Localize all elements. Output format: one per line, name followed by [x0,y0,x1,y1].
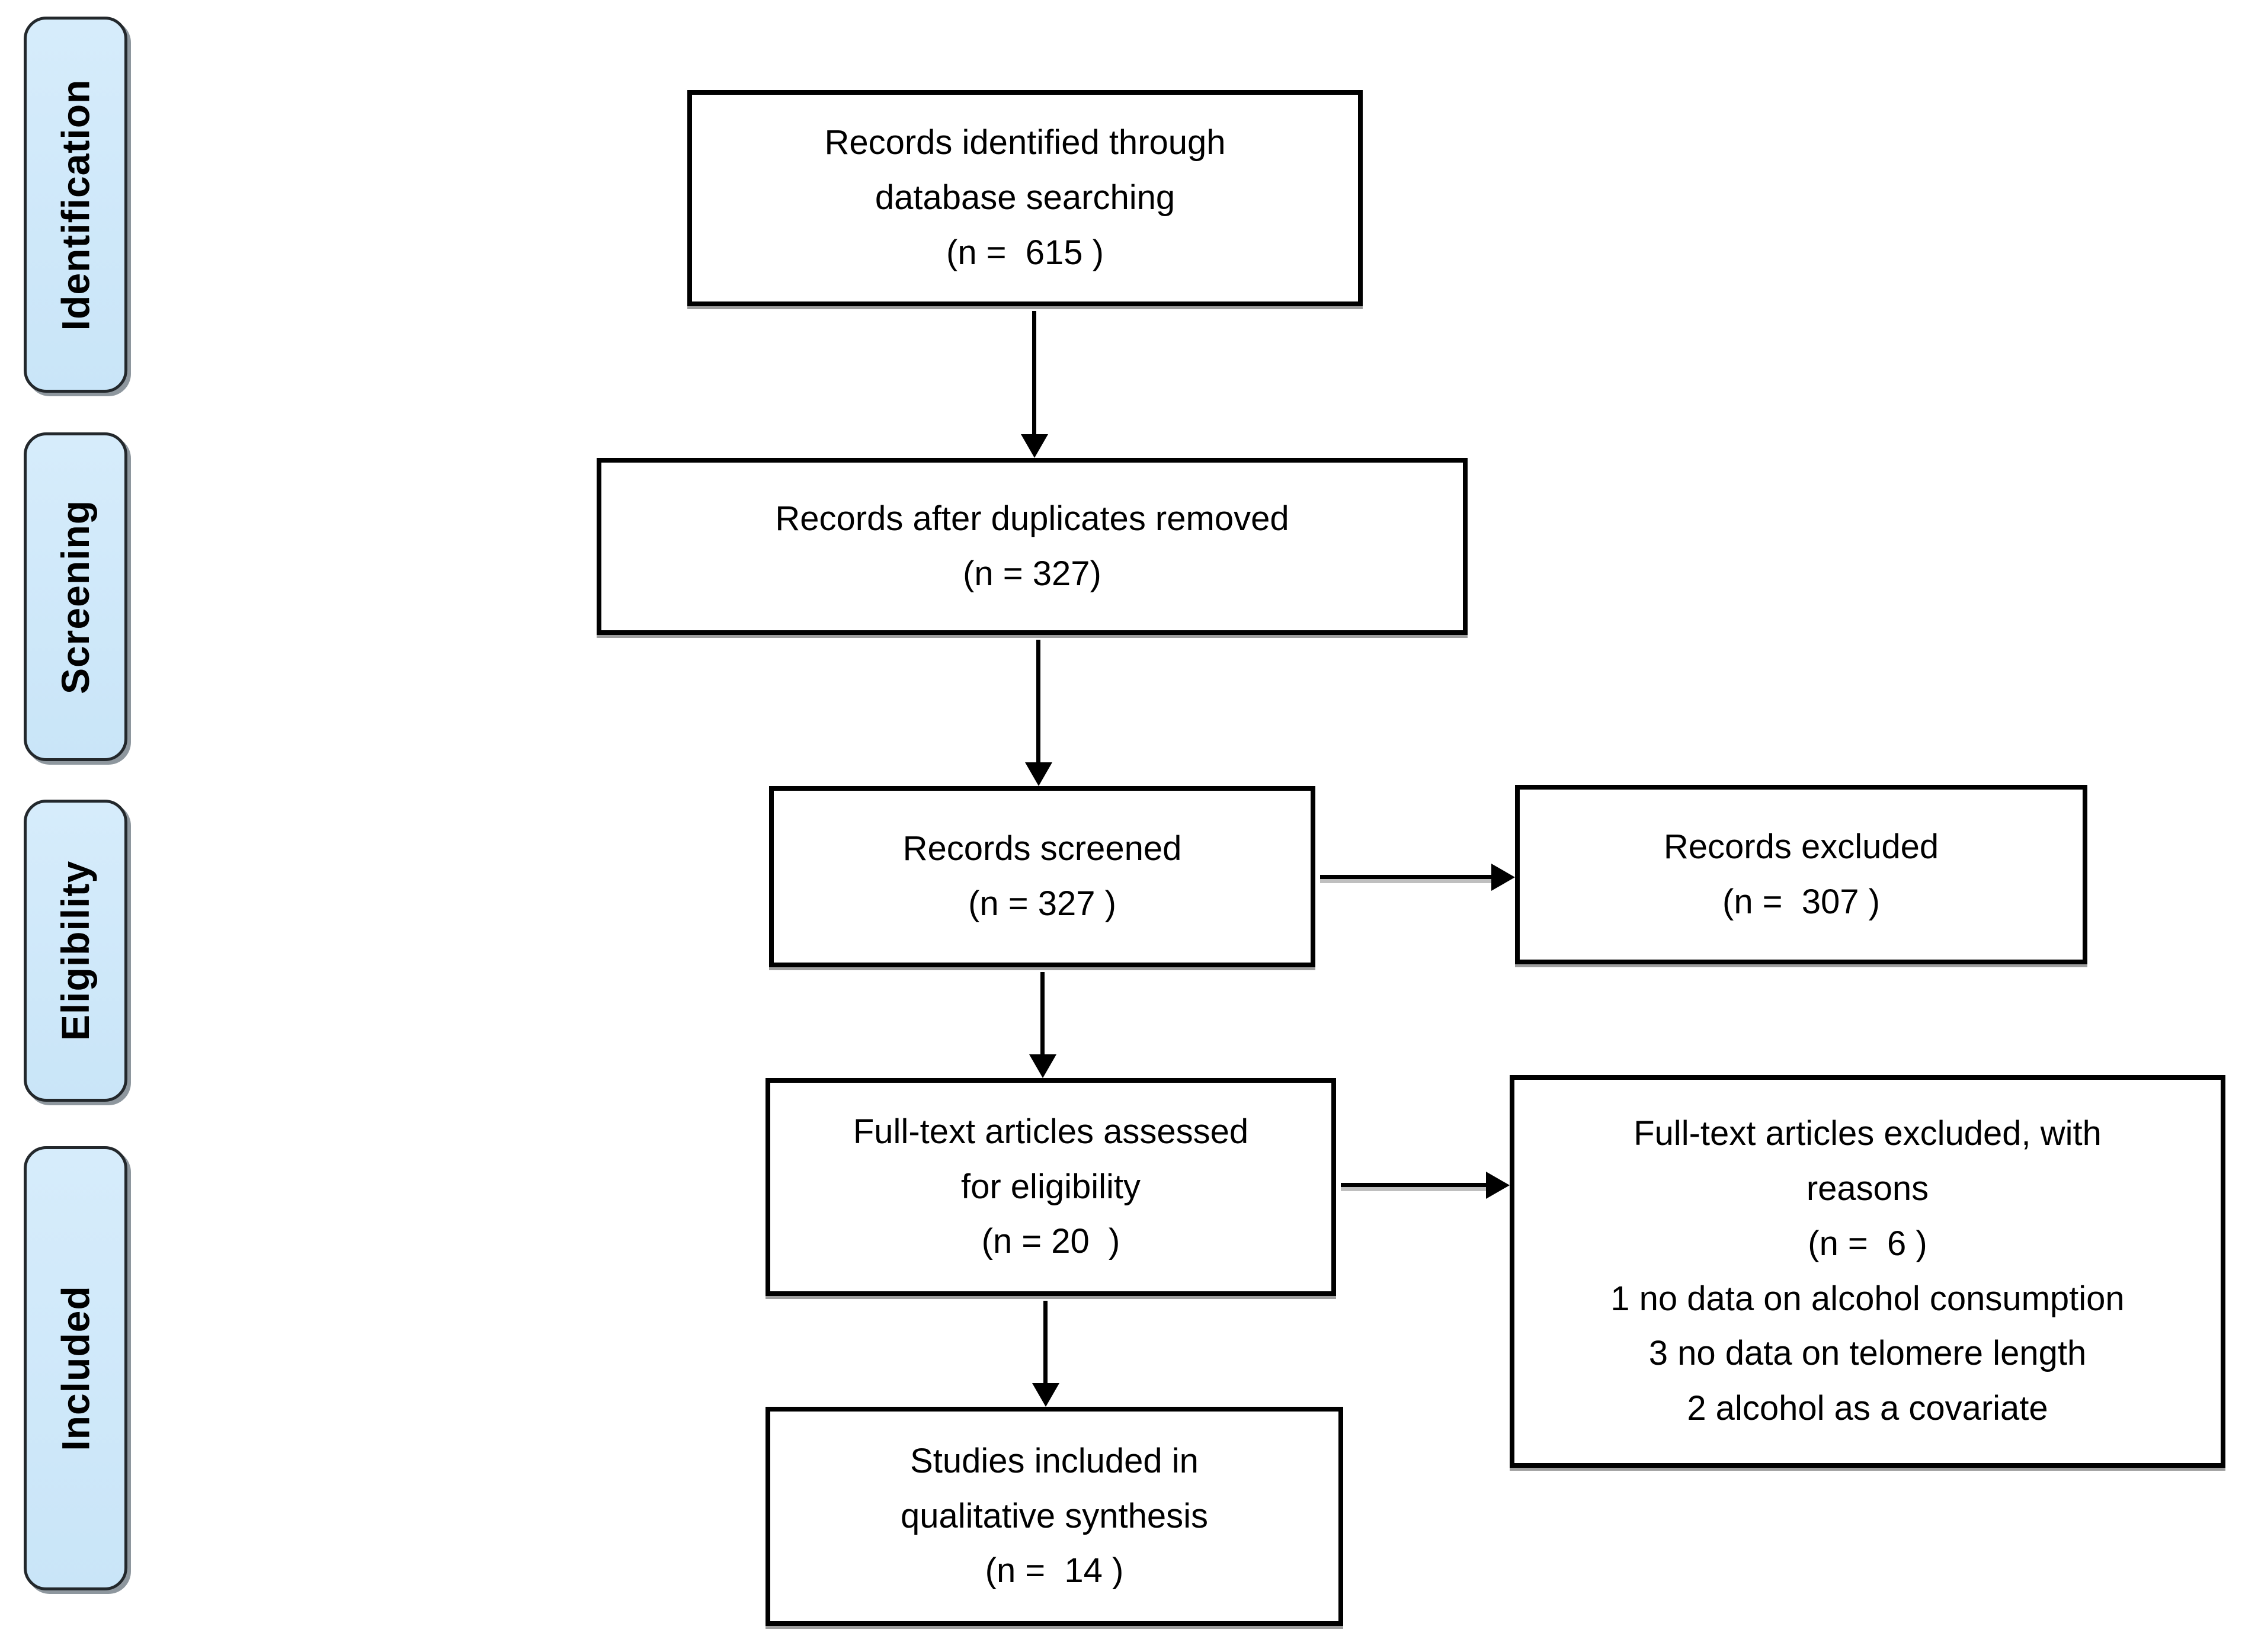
box-line: (n = 615 ) [946,233,1104,272]
box-line: (n = 20 ) [981,1222,1120,1261]
arrow-screened-to-excluded [1320,875,1492,879]
box-line: qualitative synthesis [900,1496,1209,1535]
box-line: (n = 307 ) [1722,882,1880,921]
box-line: Records screened [902,829,1182,868]
box-line: Full-text articles assessed [853,1112,1249,1151]
stage-included: Included [24,1146,127,1590]
box-studies-included: Studies included in qualitative synthesi… [766,1407,1343,1626]
arrow-screened-to-fulltext [1040,972,1045,1056]
stage-identification-label: Identification [53,79,98,331]
box-line: Records excluded [1663,827,1939,866]
arrow-fulltext-to-included [1043,1301,1048,1384]
box-line: 3 no data on telomere length [1648,1334,2087,1373]
box-records-screened: Records screened (n = 327 ) [769,786,1315,967]
stage-screening: Screening [24,432,127,761]
box-line: for eligibility [961,1167,1141,1206]
box-line: Studies included in [910,1441,1199,1480]
stage-identification: Identification [24,17,127,393]
box-line: (n = 6 ) [1808,1224,1927,1263]
stage-included-label: Included [53,1285,98,1451]
box-line: database searching [875,178,1176,217]
box-fulltext-assessed: Full-text articles assessed for eligibil… [766,1078,1336,1296]
box-line: (n = 327 ) [968,884,1116,923]
box-line: 1 no data on alcohol consumption [1610,1279,2125,1318]
box-records-excluded: Records excluded (n = 307 ) [1515,785,2087,964]
stage-screening-label: Screening [53,499,98,694]
stage-eligibility-label: Eligibility [53,860,98,1041]
box-line: Full-text articles excluded, with [1634,1114,2102,1153]
arrow-fulltext-to-fulltext-excluded [1341,1183,1487,1187]
box-line: 2 alcohol as a covariate [1687,1389,2048,1428]
box-line: (n = 14 ) [985,1551,1124,1590]
stage-eligibility: Eligibility [24,800,127,1102]
box-line: Records after duplicates removed [775,499,1289,538]
box-fulltext-excluded: Full-text articles excluded, with reason… [1510,1075,2225,1468]
arrow-identified-to-duplicates [1032,311,1036,435]
box-line: reasons [1806,1169,1929,1208]
box-records-after-duplicates: Records after duplicates removed (n = 32… [597,458,1468,635]
box-line: (n = 327) [963,554,1101,593]
arrow-duplicates-to-screened [1036,640,1040,764]
box-line: Records identified through [824,123,1226,162]
box-records-identified: Records identified through database sear… [687,90,1363,306]
